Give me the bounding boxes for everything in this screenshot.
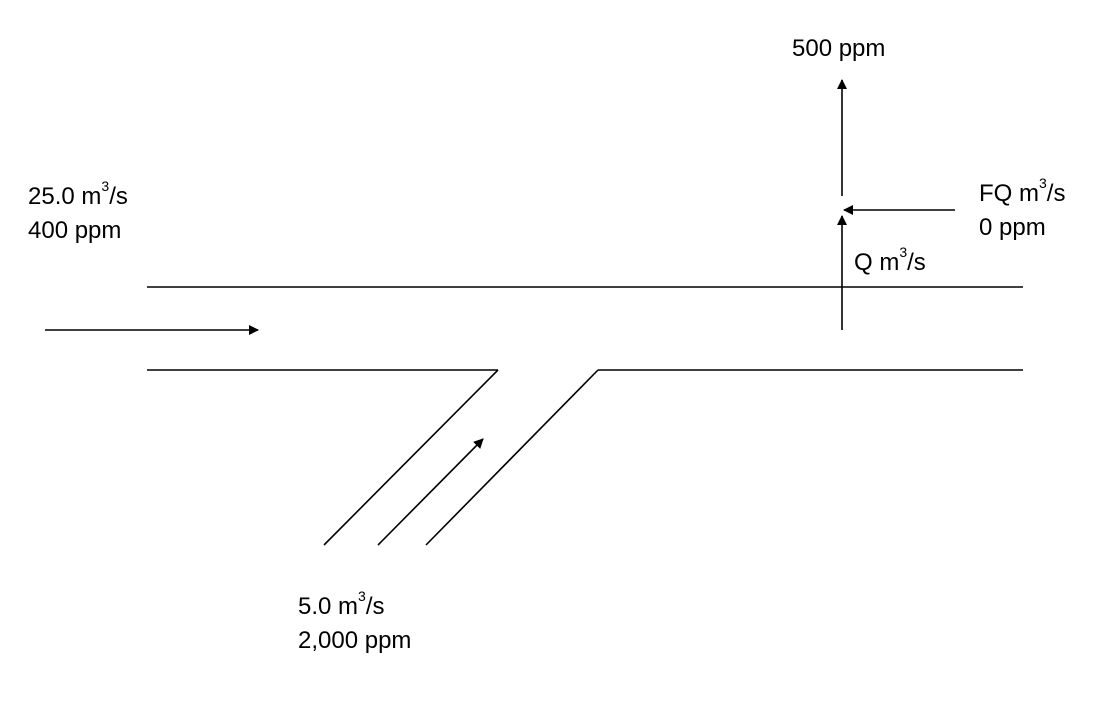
branch-inflow-unit-exponent: 3 — [358, 588, 366, 604]
main-inflow-concentration: 400 ppm — [28, 217, 122, 244]
branch-right-wall — [425, 369, 599, 546]
branch-inflow-concentration: 2,000 ppm — [298, 627, 412, 654]
outflow-label: 500 ppm — [792, 32, 885, 66]
branch-inflow-flow-unit: m — [338, 593, 359, 620]
freshwater-unit-exponent: 3 — [1039, 175, 1047, 191]
branch-inflow-flow: 5.0 m3/s — [298, 588, 411, 624]
freshwater-label: FQ m3/s 0 ppm — [979, 175, 1066, 245]
main-inflow-unit-exponent: 3 — [101, 178, 110, 194]
branch-inflow-unit-tail: /s — [365, 593, 385, 620]
withdrawal-unit-exponent: 3 — [899, 244, 908, 260]
branch-inflow-flow-number: 5.0 — [298, 593, 332, 620]
branch-inflow-label: 5.0 m3/s 2,000 ppm — [298, 588, 412, 658]
main-inflow-flow-unit: m — [81, 183, 102, 210]
main-inflow-flow-number: 25.0 — [28, 183, 75, 210]
withdrawal-unit-tail: /s — [907, 249, 926, 276]
main-inflow-unit-tail: /s — [109, 183, 128, 210]
freshwater-concentration: 0 ppm — [979, 214, 1046, 241]
main-inflow-flow: 25.0 m3/s — [28, 178, 128, 214]
branch-inflow-arrow — [377, 438, 484, 546]
main-inflow-label: 25.0 m3/s 400 ppm — [28, 178, 128, 248]
outflow-concentration: 500 ppm — [792, 35, 886, 62]
freshwater-flow-prefix: FQ m — [979, 180, 1039, 207]
withdrawal-label: Q m3/s — [854, 244, 926, 280]
branch-left-wall — [323, 369, 499, 546]
withdrawal-flow-prefix: Q m — [854, 249, 900, 276]
freshwater-unit-tail: /s — [1046, 180, 1066, 207]
freshwater-flow: FQ m3/s — [979, 175, 1066, 211]
